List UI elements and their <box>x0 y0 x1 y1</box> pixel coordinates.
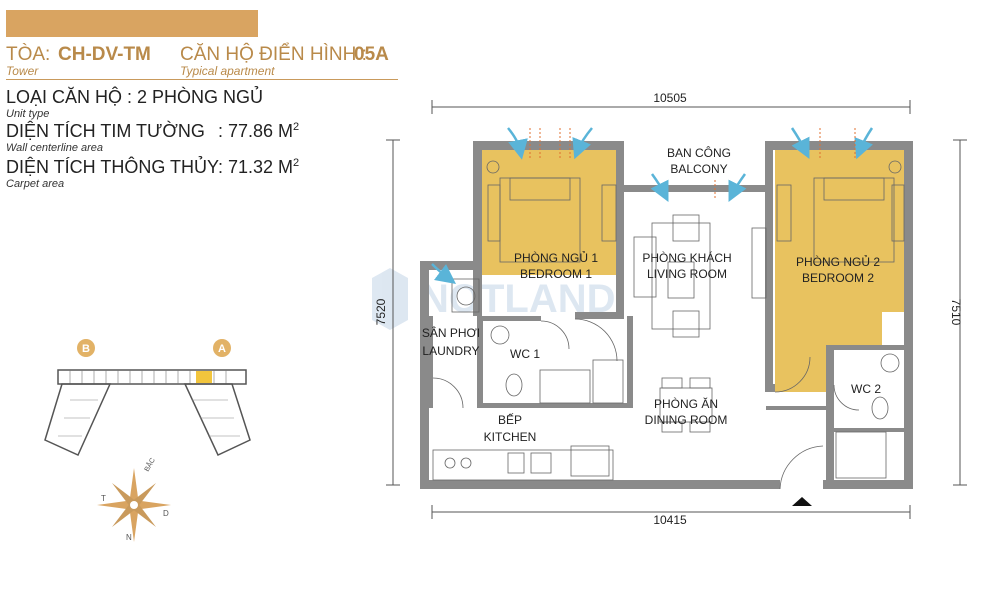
dim-right: 7510 <box>949 299 963 326</box>
bedroom2-label-en: BEDROOM 2 <box>802 271 874 285</box>
wall-area-label: DIỆN TÍCH TIM TƯỜNG <box>6 121 205 141</box>
carpet-area-value: : 71.32 M2 <box>218 157 300 177</box>
laundry-label-vi: SÂN PHƠI <box>422 325 480 340</box>
carpet-area-sub: Carpet area <box>6 178 65 190</box>
room-outlines <box>432 160 905 490</box>
compass-bac: BẮC <box>142 456 157 473</box>
kitchen-label-vi: BẾP <box>498 412 522 427</box>
airflow-dashes <box>529 128 856 200</box>
bedroom-fills <box>482 150 904 392</box>
bedroom1-label-en: BEDROOM 1 <box>520 267 592 281</box>
carpet-area-label: DIỆN TÍCH THÔNG THỦY <box>6 157 220 177</box>
laundry-label-en: LAUNDRY <box>422 344 479 358</box>
wall-area-value: : 77.86 M2 <box>218 121 300 141</box>
wall-area-sub: Wall centerline area <box>6 142 104 154</box>
bedroom1-label-vi: PHÒNG NGỦ 1 <box>514 250 598 265</box>
balcony-label-en: BALCONY <box>670 162 727 176</box>
dim-top: 10505 <box>653 91 687 105</box>
tower-sub: Tower <box>6 64 39 78</box>
key-plan: B A <box>44 339 251 456</box>
compass-t: T <box>101 494 106 503</box>
living-label-en: LIVING ROOM <box>647 267 727 281</box>
header-divider <box>6 79 398 80</box>
wc2-label: WC 2 <box>851 382 881 396</box>
apartment-sub: Typical apartment <box>180 64 275 78</box>
watermark: NOTLAND <box>372 268 616 330</box>
apartment-label: CĂN HỘ ĐIỂN HÌNH : <box>180 44 367 65</box>
ventilation-arrows <box>431 127 874 285</box>
entrance-marker <box>792 497 812 506</box>
wc1-label: WC 1 <box>510 347 540 361</box>
unit-type-sub: Unit type <box>6 108 50 120</box>
balcony-label-vi: BAN CÔNG <box>667 145 731 160</box>
dim-bottom: 10415 <box>653 513 687 527</box>
dining-label-vi: PHÒNG ĂN <box>654 396 718 411</box>
bedroom2-label-vi: PHÒNG NGỦ 2 <box>796 254 880 269</box>
key-label-a: A <box>218 343 226 355</box>
compass-rose: N T D BẮC <box>97 456 171 542</box>
living-label-vi: PHÒNG KHÁCH <box>642 250 731 265</box>
key-label-b: B <box>82 343 90 355</box>
tower-code: CH-DV-TM <box>58 44 151 65</box>
compass-d: D <box>163 509 169 518</box>
unit-type-label: LOẠI CĂN HỘ : 2 PHÒNG NGỦ <box>6 87 264 107</box>
kitchen-label-en: KITCHEN <box>484 430 537 444</box>
dimension-lines <box>386 100 967 519</box>
dim-left: 7520 <box>374 298 388 325</box>
header-bar <box>6 10 258 37</box>
apartment-code: 05A <box>354 44 389 65</box>
tower-label: TÒA: <box>6 44 51 65</box>
compass-n: N <box>126 533 132 542</box>
dining-label-en: DINING ROOM <box>645 413 728 427</box>
